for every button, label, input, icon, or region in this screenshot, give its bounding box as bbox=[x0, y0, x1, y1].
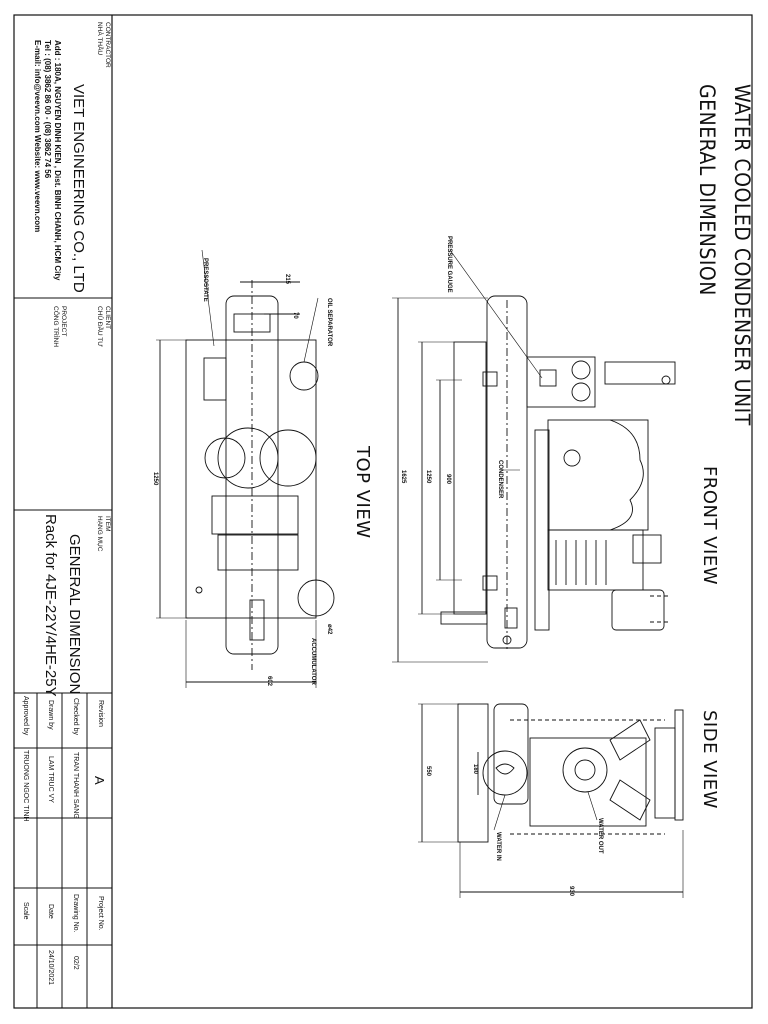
scale-label: Scale bbox=[22, 902, 29, 920]
dimension-900: 900 bbox=[445, 474, 451, 485]
date-value: 24/10/2021 bbox=[47, 950, 54, 986]
item-subtitle: Rack for 4JE-22Y/4HE-25Y bbox=[42, 514, 59, 697]
pressostate-label: PRESSOSTATE bbox=[202, 258, 208, 302]
dimension-180: 180 bbox=[472, 764, 478, 775]
checked-by-value: TRAN THANH SANG bbox=[72, 752, 79, 819]
drawn-by-value: LAM TRUC VY bbox=[47, 756, 54, 803]
project-no-label: Project No. bbox=[97, 896, 104, 931]
side-view-label: SIDE VIEW bbox=[699, 710, 720, 809]
dimension-215: 215 bbox=[284, 274, 290, 285]
accumulator-label: ACCUMULATOR bbox=[310, 638, 316, 685]
sheet-frame bbox=[13, 14, 753, 1009]
dimension-top-1250: 1250 bbox=[152, 472, 158, 486]
date-label: Date bbox=[47, 904, 54, 919]
side-view-drawing bbox=[418, 703, 684, 898]
oil-separator-label: OIL SEPARATOR bbox=[326, 298, 332, 347]
company-email: E-mail: info@veevn.com Website: www.veev… bbox=[33, 40, 42, 233]
top-view-drawing bbox=[156, 249, 335, 688]
project-label-vn: CÔNG TRÌNH bbox=[52, 306, 59, 348]
dimension-1625: 1625 bbox=[400, 470, 406, 484]
approved-by-value: TRUONG NGOC TINH bbox=[22, 750, 29, 822]
dimension-accumulator-dia: ø42 bbox=[326, 624, 332, 635]
drawing-no-value: 02/2 bbox=[72, 956, 79, 970]
revision-label: Revision bbox=[97, 700, 104, 727]
top-view-label: TOP VIEW bbox=[352, 446, 373, 539]
condenser-label: CONDENSER bbox=[497, 460, 503, 499]
drawing-no-label: Drawing No. bbox=[72, 894, 79, 933]
item-label: ITEM bbox=[104, 516, 111, 532]
revision-value: A bbox=[92, 776, 107, 785]
front-view-drawing bbox=[392, 249, 676, 663]
drawing-title: WATER COOLED CONDENSER UNIT bbox=[730, 84, 754, 426]
checked-by-label: Checked by bbox=[72, 698, 79, 735]
drawing-subtitle: GENERAL DIMENSION bbox=[695, 84, 719, 296]
title-block-grid bbox=[14, 15, 113, 1008]
client-label-vn: CHỦ ĐẦU TƯ bbox=[96, 306, 103, 347]
dimension-front-1250: 1250 bbox=[425, 470, 431, 484]
client-label: CLIENT bbox=[104, 306, 111, 330]
company-tel: Tel : (08) 3862 86 00 - (08) 3862 74 56 bbox=[43, 40, 52, 179]
dimension-602: 602 bbox=[266, 676, 272, 687]
water-out-label: WATER OUT bbox=[597, 818, 603, 854]
company-name: VIET ENGINEERING CO., LTD bbox=[70, 84, 87, 293]
dimension-550: 550 bbox=[425, 766, 431, 777]
company-address: Add : 180A, NGUYEN DINH KIEN , Dist. BIN… bbox=[53, 40, 62, 281]
front-view-label: FRONT VIEW bbox=[699, 466, 720, 586]
pressure-gauge-label: PRESSURE GAUGE bbox=[446, 236, 452, 293]
contractor-label: CONTRACTOR bbox=[104, 22, 111, 68]
approved-by-label: Approved by bbox=[22, 696, 29, 736]
dimension-70: 70 bbox=[292, 312, 298, 319]
project-label: PROJECT bbox=[60, 306, 67, 337]
dimension-930: 930 bbox=[568, 886, 574, 897]
drawn-by-label: Drawn by bbox=[47, 700, 54, 730]
item-title: GENERAL DIMENSION bbox=[66, 534, 83, 695]
item-label-vn: HẠNG MỤC bbox=[96, 516, 103, 552]
contractor-label-vn: NHÀ THẦU bbox=[96, 22, 103, 56]
water-in-label: WATER IN bbox=[495, 832, 501, 861]
